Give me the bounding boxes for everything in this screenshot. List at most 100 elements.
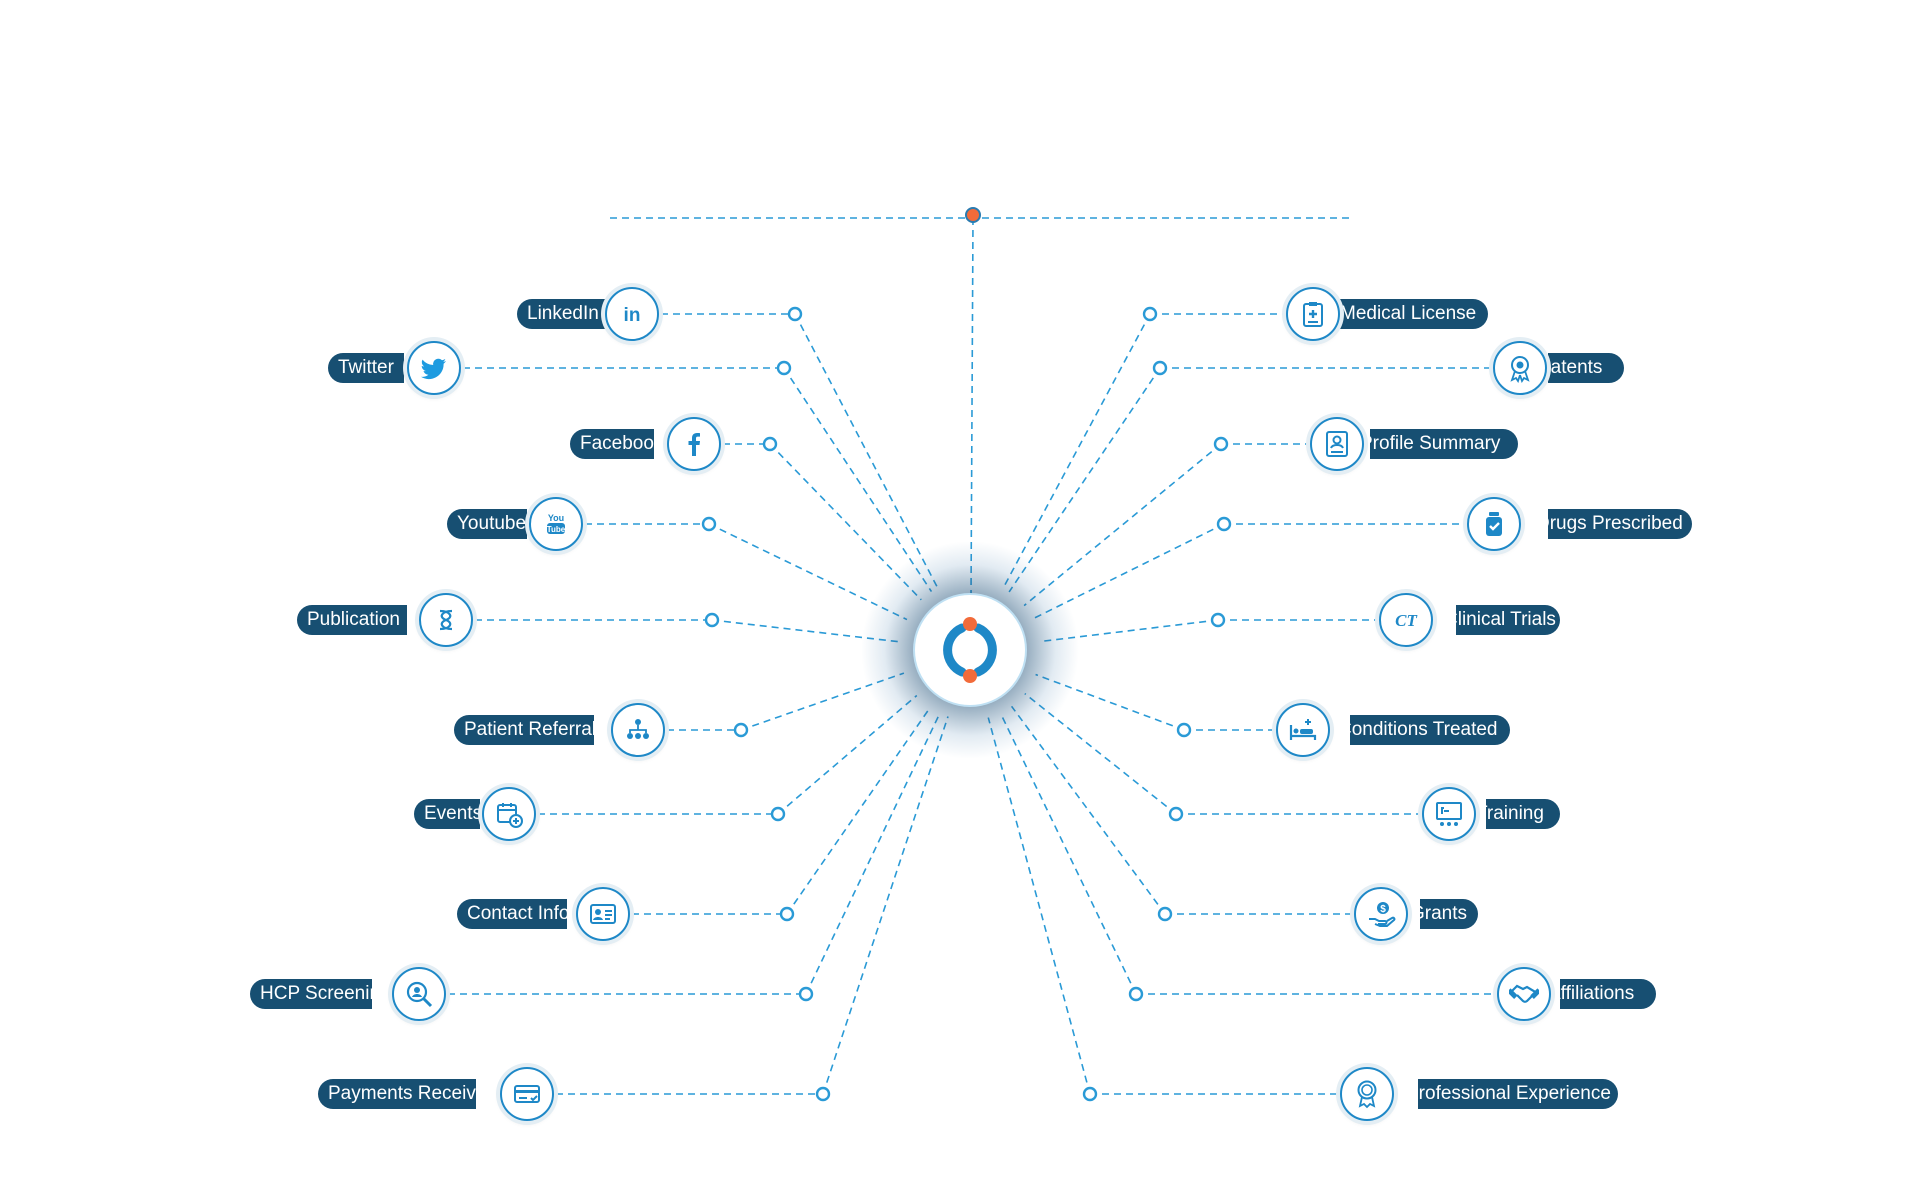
label-text: Clinical Trials [1456,609,1556,630]
label-youtube: Youtube [447,509,527,539]
hospital-bed-icon[interactable] [1276,703,1330,757]
credit-card-icon[interactable] [500,1067,554,1121]
label-text: Drugs Prescribed [1548,513,1683,534]
label-text: LinkedIn [527,303,599,324]
svg-text:Tube: Tube [547,525,566,534]
junction-dot [1216,516,1232,532]
label-training: Training [1486,799,1560,829]
label-faceboo: Faceboo [570,429,654,459]
label-text: Faceboo [580,433,654,454]
junction-dot [733,722,749,738]
certificate-ribbon-icon-glyph [1357,1080,1377,1109]
medicine-bottle-icon[interactable] [1467,497,1521,551]
svg-text:You: You [548,513,564,523]
linkedin-icon[interactable]: in [605,287,659,341]
ct-icon-glyph: CT [1395,611,1417,630]
facebook-icon-glyph [688,433,700,456]
medical-license-icon[interactable] [1286,287,1340,341]
spoke-left-7 [786,707,931,915]
label-text: Medical License [1340,303,1477,324]
label-text: Contact Info [467,903,567,924]
junction-dot [1082,1086,1098,1102]
spoke-left-6 [777,694,918,815]
linkedin-icon-glyph: in [624,305,641,326]
ct-icon[interactable]: CT [1379,593,1433,647]
junction-dot [770,806,786,822]
hub-node[interactable] [915,595,1025,705]
junction-dot [1142,306,1158,322]
referral-network-icon-glyph [627,719,649,739]
certificate-ribbon-icon[interactable] [1340,1067,1394,1121]
label-hcp-screenin: HCP Screenin [250,979,372,1009]
search-user-icon-glyph [406,981,433,1008]
label-patient-referral: Patient Referral [454,715,594,745]
contact-card-icon-glyph [590,904,616,924]
credit-card-icon-glyph [514,1085,540,1103]
label-medical-license: Medical License [1340,299,1488,329]
label-publication: Publication [297,605,407,635]
hand-money-icon[interactable]: $ [1354,887,1408,941]
label-profile-summary: Profile Summary [1370,429,1518,459]
label-conditions-treated: Conditions Treated [1350,715,1510,745]
profile-document-icon[interactable] [1310,417,1364,471]
spoke-left-5 [740,672,905,731]
twitter-icon[interactable] [407,341,461,395]
top-connector-dot [965,207,981,223]
top-stem-line [970,217,974,599]
referral-network-icon[interactable] [611,703,665,757]
spoke-right-9 [987,717,1091,1095]
label-professional-experience: Professional Experience [1418,1079,1618,1109]
junction-dot [1176,722,1192,738]
label-affiliations: Affiliations [1560,979,1656,1009]
svg-text:CT: CT [1395,611,1417,630]
label-text: Professional Experience [1418,1083,1611,1104]
label-text: Training [1486,803,1544,824]
award-seal-icon[interactable] [1493,341,1547,395]
label-text: Grants [1420,903,1468,924]
spoke-right-0 [1002,313,1151,589]
junction-dot [798,986,814,1002]
label-text: Twitter [338,357,394,378]
junction-dot [1128,986,1144,1002]
presentation-board-icon-glyph [1436,802,1462,826]
junction-dot [815,1086,831,1102]
label-patents: Patents [1548,353,1624,383]
spoke-left-9 [822,716,949,1095]
label-text: Affiliations [1560,983,1635,1004]
junction-dot [704,612,720,628]
label-text: Events [424,803,480,824]
award-seal-icon-glyph [1510,356,1530,383]
label-grants: Grants [1420,899,1478,929]
facebook-icon[interactable] [667,417,721,471]
label-text: Publication [307,609,400,630]
presentation-board-icon[interactable] [1422,787,1476,841]
junction-dot [776,360,792,376]
calendar-add-icon[interactable] [482,787,536,841]
label-text: Youtube [457,513,527,534]
label-text: Patient Referral [464,719,594,740]
publication-icon-glyph [439,609,453,631]
medical-license-icon-glyph [1303,302,1323,327]
label-payments-receive: Payments Receive [318,1079,476,1109]
svg-text:in: in [624,305,641,326]
label-clinical-trials: Clinical Trials [1456,605,1560,635]
publication-icon[interactable] [419,593,473,647]
spoke-right-2 [1023,443,1222,607]
svg-text:$: $ [1380,904,1386,915]
junction-dot [1168,806,1184,822]
junction-dot [1213,436,1229,452]
handshake-icon[interactable] [1497,967,1551,1021]
junction-dot [1152,360,1168,376]
hospital-bed-icon-glyph [1289,719,1317,740]
label-text: HCP Screenin [260,983,372,1004]
junction-dot [762,436,778,452]
search-user-icon[interactable] [392,967,446,1021]
medicine-bottle-icon-glyph [1486,512,1502,536]
junction-dot [779,906,795,922]
label-linkedin: LinkedIn [517,299,607,329]
contact-card-icon[interactable] [576,887,630,941]
